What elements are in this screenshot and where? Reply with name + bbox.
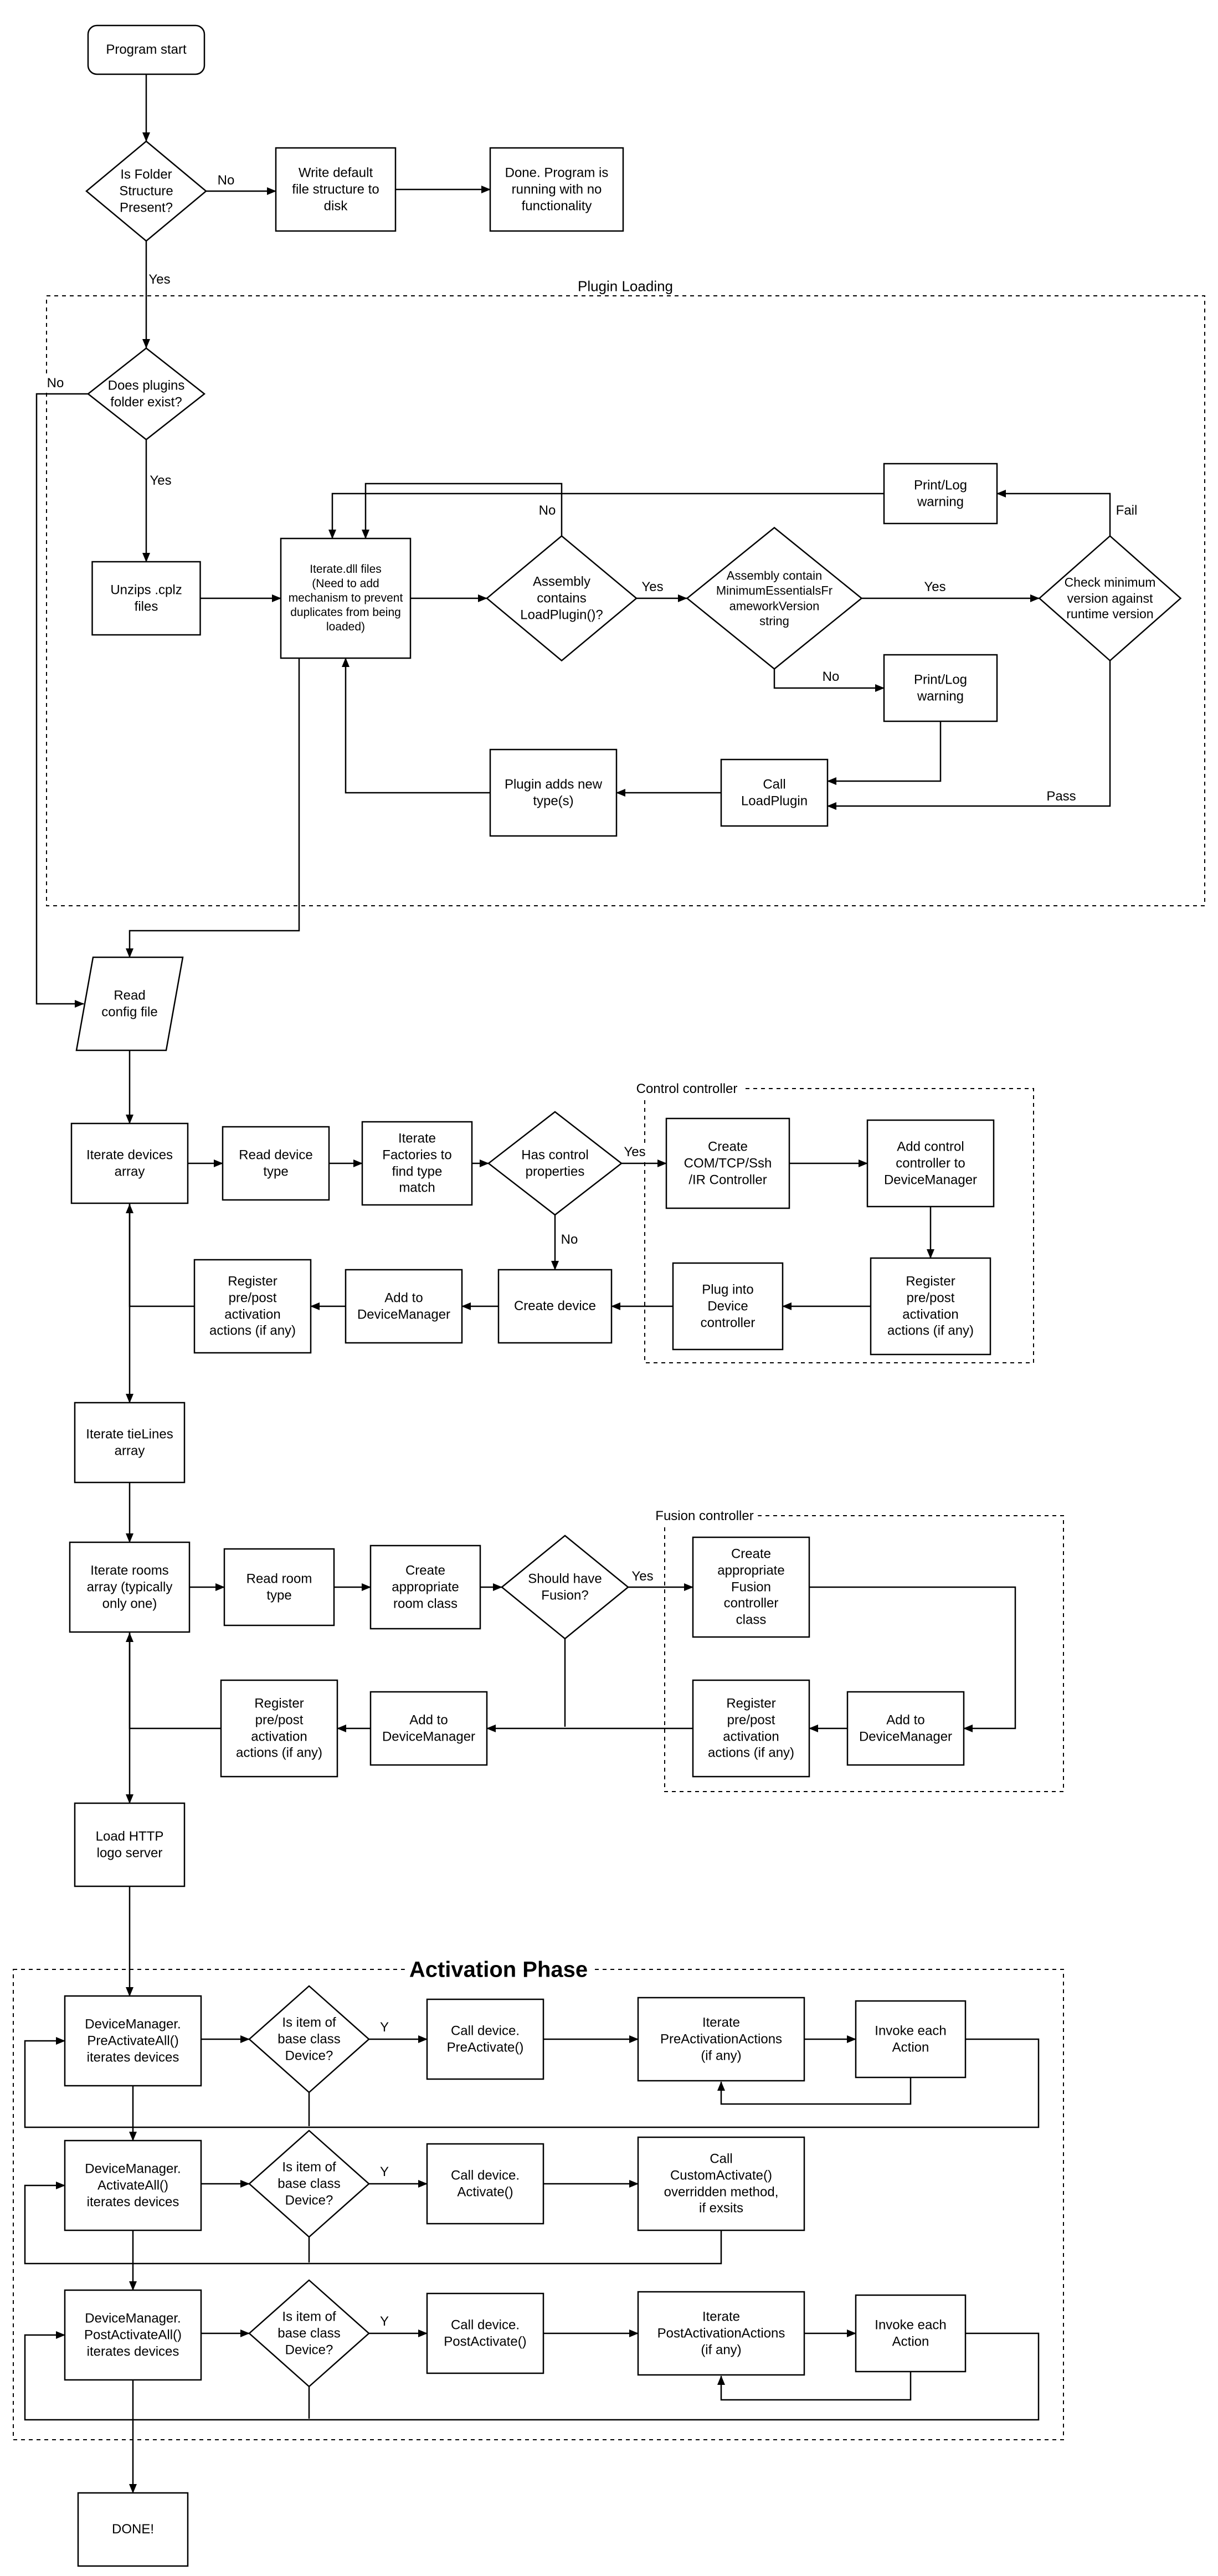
- edge-plugin-adds-to-iterate-dll: [342, 658, 490, 794]
- node-call-loadplugin: [720, 758, 829, 827]
- node-call-activate: [426, 2143, 544, 2225]
- group-fusion-controller: [664, 1515, 1064, 1792]
- node-invoke-each-action-post: [855, 2294, 967, 2373]
- node-is-base-device-2: [248, 2129, 370, 2238]
- edge-customactivate-loop: [24, 2182, 722, 2265]
- node-add-fusion-to-devicemanager: [846, 1691, 965, 1766]
- edge-create-fusion-to-add-dm-fusion: [809, 1586, 1016, 1732]
- node-plug-into-device-controller: [672, 1262, 784, 1351]
- node-iterate-dll: [280, 537, 412, 659]
- edge-version-fail-to-warning: [996, 490, 1111, 536]
- node-iterate-rooms: [69, 1541, 191, 1633]
- node-plugin-adds-types: [489, 748, 618, 837]
- node-register-actions-device: [193, 1259, 312, 1354]
- node-write-default-structure: [275, 147, 397, 232]
- node-is-base-device-3: [248, 2279, 370, 2388]
- node-iterate-preactivationactions: [637, 1997, 805, 2082]
- node-done: [77, 2492, 189, 2567]
- node-should-have-fusion: [501, 1535, 629, 1640]
- edge-invoke-pre-small-loop: [717, 2077, 912, 2105]
- edge-plugins-no-to-read-config: [35, 393, 88, 1008]
- node-create-device: [497, 1269, 613, 1344]
- node-activateall: [64, 2139, 202, 2231]
- edge-invoke-pre-big-loop: [24, 2037, 1040, 2128]
- edge-loadplugin-no-to-iterate-dll: [362, 483, 563, 539]
- node-iterate-devices: [70, 1122, 189, 1204]
- node-add-device-to-devicemanager: [345, 1269, 463, 1344]
- node-done-no-functionality: [489, 147, 624, 232]
- edge-invoke-post-small-loop: [717, 2372, 912, 2401]
- node-preactivateall: [64, 1995, 202, 2087]
- edge-register-device-loop-back: [126, 1204, 194, 1307]
- node-add-room-to-devicemanager: [369, 1691, 488, 1766]
- node-register-actions-controller: [870, 1257, 991, 1356]
- node-register-actions-fusion: [692, 1679, 810, 1778]
- node-call-postactivate: [426, 2292, 544, 2374]
- edge-minimum-no-to-warning: [773, 669, 885, 692]
- node-add-control-controller: [866, 1119, 995, 1208]
- node-plugins-folder-exists: [86, 347, 206, 441]
- node-postactivateall: [64, 2289, 202, 2381]
- node-iterate-tielines: [74, 1402, 186, 1484]
- edge-warning-bottom-to-call-loadplugin: [827, 721, 942, 785]
- node-invoke-each-action-pre: [855, 2000, 967, 2079]
- node-is-base-device-1: [248, 1985, 370, 2093]
- node-read-room-type: [223, 1548, 335, 1626]
- edge-invoke-post-big-loop: [24, 2331, 1040, 2421]
- node-register-actions-room: [220, 1679, 338, 1778]
- node-assembly-minimum-version: [686, 526, 863, 670]
- node-iterate-postactivationactions: [637, 2291, 805, 2376]
- node-create-fusion-controller: [692, 1536, 810, 1638]
- node-read-config-file: [75, 956, 184, 1051]
- node-read-device-type: [222, 1126, 330, 1201]
- edge-iterate-dll-to-read-config: [126, 658, 300, 958]
- edge-warning-top-to-iterate-dll: [328, 492, 884, 539]
- node-folder-structure: [85, 140, 207, 242]
- node-print-log-warning-bottom: [883, 654, 998, 722]
- node-load-http-logo-server: [74, 1802, 186, 1887]
- node-create-room-class: [369, 1544, 481, 1630]
- node-create-com-controller: [665, 1117, 790, 1209]
- node-call-preactivate: [426, 1998, 544, 2080]
- node-program-start: [87, 24, 205, 75]
- node-assembly-contains-loadplugin: [486, 535, 638, 662]
- group-control-controller: [644, 1088, 1034, 1363]
- node-iterate-factories: [361, 1121, 473, 1206]
- node-call-customactivate: [637, 2136, 805, 2231]
- node-has-control-properties: [487, 1111, 623, 1216]
- node-print-log-warning-top: [883, 463, 998, 525]
- edge-version-pass-to-call-loadplugin: [827, 661, 1111, 810]
- node-check-minimum-version: [1038, 535, 1182, 662]
- edge-register-room-loop-back: [126, 1633, 221, 1730]
- node-unzip-cplz: [91, 561, 201, 636]
